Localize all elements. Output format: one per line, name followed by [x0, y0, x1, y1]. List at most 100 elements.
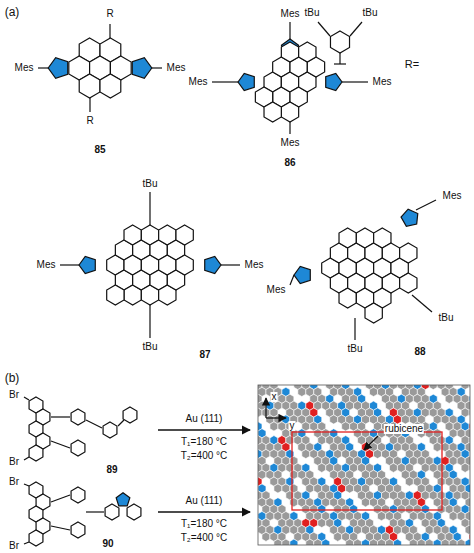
benzene-ring [176, 255, 193, 275]
molecule [38, 24, 162, 112]
molecule [60, 192, 240, 338]
pentagon-ring [238, 73, 254, 90]
pentagon-ring [116, 493, 130, 506]
substituent-label: Mes [15, 63, 34, 73]
substituent-label: tBu [362, 8, 377, 18]
benzene-ring [264, 102, 281, 122]
bond-line [51, 495, 70, 502]
pentagon-ring [401, 209, 418, 226]
benzene-ring [330, 31, 349, 53]
bond-line [24, 542, 29, 544]
substituent-label: Mes [267, 285, 286, 295]
condition-label: T₂=400 °C [181, 533, 228, 543]
compound-number: 86 [284, 158, 295, 168]
molecule [318, 22, 362, 64]
compound-number: 89 [106, 465, 117, 475]
substituent-label: Mes [443, 191, 462, 201]
panel-letter: (b) [5, 372, 20, 384]
bond-line [86, 511, 104, 512]
bond-line [342, 81, 368, 82]
compound-number: 85 [94, 145, 105, 155]
bond-line [350, 22, 362, 36]
atom-label: Br [9, 457, 19, 467]
substituent-label: Mes [37, 260, 56, 270]
benzene-ring [127, 504, 141, 520]
benzene-ring [281, 102, 298, 122]
benzene-ring [79, 74, 100, 98]
substituent-label: Mes [281, 138, 300, 148]
condition-label: Au (111) [186, 414, 223, 424]
bond-line [149, 192, 150, 228]
benzene-ring [365, 303, 382, 323]
benzene-ring [29, 445, 43, 461]
bond-line [51, 416, 70, 417]
benzene-ring [71, 487, 85, 503]
pentagon-ring [132, 58, 152, 79]
leader-arrow [364, 436, 378, 450]
substituent-label: tBu [438, 313, 453, 323]
lattice-model [258, 385, 470, 545]
molecule [24, 482, 141, 546]
bond-line [51, 526, 70, 530]
condition-label: T₁=180 °C [181, 519, 227, 529]
axis-arrow [265, 398, 266, 418]
substituent-label: tBu [142, 179, 157, 189]
condition-label: T₂=400 °C [181, 451, 228, 461]
atom-label: Br [9, 390, 19, 400]
benzene-ring [29, 530, 43, 546]
pentagon-ring [326, 73, 342, 90]
axis-arrow [266, 417, 286, 418]
axis-label: y [289, 421, 296, 431]
pentagon-ring [79, 256, 95, 273]
substituent-label: Mes [245, 260, 264, 270]
bond-line [24, 457, 29, 460]
benzene-ring [400, 243, 417, 263]
axis-label: x [271, 392, 278, 402]
benzene-ring [71, 409, 85, 425]
pentagon-ring [294, 266, 310, 283]
bond-line [24, 397, 29, 400]
benzene-ring [299, 42, 316, 62]
substituent-label: Mes [281, 9, 300, 19]
bond-line [354, 318, 355, 340]
bond-line [289, 22, 290, 39]
compound-number: 87 [199, 350, 210, 360]
substituent-label: tBu [304, 8, 319, 18]
substituent-label: Mes [167, 63, 186, 73]
bond-line [412, 295, 432, 312]
benzene-ring [100, 74, 121, 98]
pentagon-ring [48, 58, 68, 79]
molecule [24, 397, 137, 461]
substituent-label: R [86, 116, 93, 126]
substituent-label: tBu [347, 344, 362, 354]
substituent-label: Mes [189, 77, 208, 87]
substituent-label: tBu [142, 342, 157, 352]
molecule [212, 22, 368, 134]
benzene-ring [105, 504, 119, 520]
bond-line [290, 275, 294, 285]
bond-line [24, 484, 29, 486]
benzene-ring [123, 407, 137, 423]
bond-line [318, 22, 330, 36]
panel-letter: (a) [5, 6, 20, 18]
benzene-ring [176, 225, 193, 245]
bond-line [334, 63, 346, 64]
benzene-ring [400, 273, 417, 293]
benzene-ring [281, 42, 298, 62]
bond-line [86, 420, 102, 428]
molecule [290, 200, 436, 340]
callout-label: rubicene [384, 424, 424, 434]
bond-line [51, 441, 70, 448]
bond-line [212, 81, 238, 82]
compound-number: 90 [102, 539, 113, 549]
reaction-arrow [158, 429, 250, 430]
benzene-ring [103, 422, 117, 438]
bond-line [339, 53, 340, 64]
bond-line [60, 264, 79, 265]
reaction-arrow [158, 511, 250, 512]
pentagon-ring [205, 256, 221, 273]
atom-label: Br [9, 477, 19, 487]
unit-cell [292, 432, 442, 510]
